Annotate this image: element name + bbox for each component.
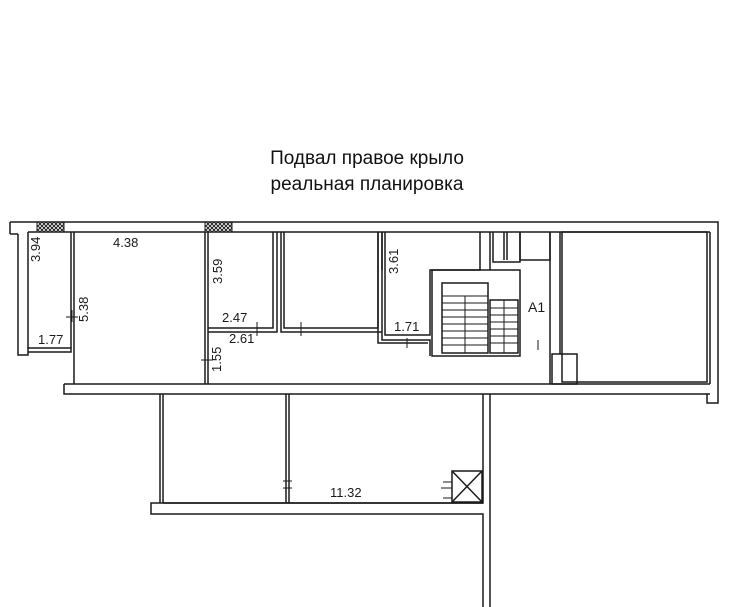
dim-1-55: 1.55 — [209, 347, 224, 372]
outer-wall-top — [10, 221, 719, 404]
dim-4-38: 4.38 — [113, 235, 138, 250]
dim-2-61: 2.61 — [229, 331, 254, 346]
plan-title-line1: Подвал правое крыло — [270, 148, 464, 169]
room-label-a1: A1 — [528, 299, 545, 315]
dim-3-59: 3.59 — [210, 259, 225, 284]
dim-5-38: 5.38 — [76, 297, 91, 322]
dim-1-71: 1.71 — [394, 319, 419, 334]
dim-11-32: 11.32 — [330, 485, 362, 500]
window-hatch-left — [36, 221, 65, 233]
dim-2-47: 2.47 — [222, 310, 247, 325]
plan-title-line2: реальная планировка — [270, 174, 464, 195]
window-hatch-right — [204, 221, 233, 233]
dim-3-61: 3.61 — [386, 249, 401, 274]
shaft-box — [451, 470, 483, 503]
dim-3-94: 3.94 — [28, 237, 43, 262]
dim-1-77: 1.77 — [38, 332, 63, 347]
